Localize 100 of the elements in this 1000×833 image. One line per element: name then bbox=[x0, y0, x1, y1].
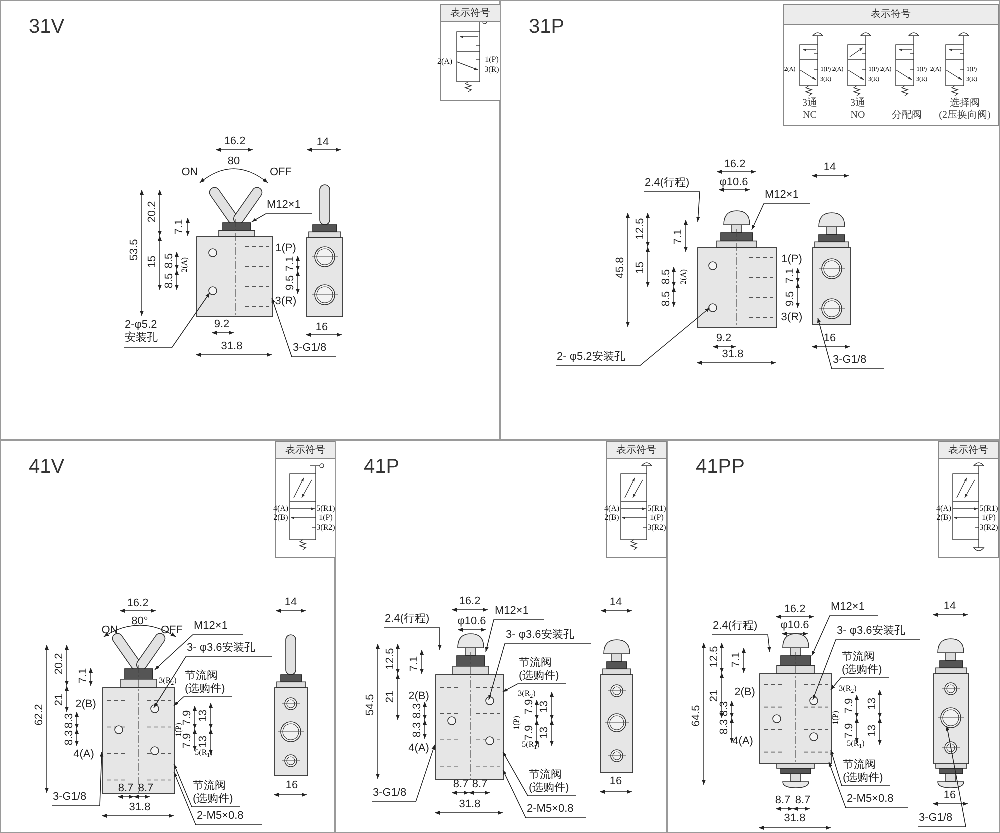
dimension-label: ON bbox=[102, 626, 118, 636]
port-label: 1(P) bbox=[982, 514, 996, 522]
leader-line bbox=[154, 656, 272, 708]
valve-front-view-drawing bbox=[760, 633, 832, 787]
leader-line bbox=[752, 204, 810, 230]
callout-text: 2-φ5.2 安装孔 bbox=[125, 319, 173, 349]
dimension-label: 7.9 bbox=[844, 723, 856, 739]
callout-text: 3-G1/8 bbox=[53, 791, 101, 807]
dimension-label: 54.5 bbox=[366, 694, 376, 716]
valve-side-view-drawing bbox=[601, 639, 633, 773]
leader-line bbox=[124, 292, 210, 348]
dimension-label: 13 bbox=[540, 726, 550, 740]
dimension-label: 9.5 bbox=[286, 275, 296, 291]
callout-text: M12×1 bbox=[765, 189, 811, 205]
port-label: 4(A) bbox=[604, 505, 620, 513]
dimension-label: 16 bbox=[286, 780, 298, 792]
dimension-label: 62.2 bbox=[34, 704, 46, 726]
panel-heading: 表示符号 bbox=[607, 442, 666, 459]
leader-line bbox=[372, 744, 436, 802]
dimension-label: 45.8 bbox=[616, 257, 626, 279]
valve-side-view-drawing bbox=[307, 184, 343, 317]
dimension-label: 8.3 bbox=[412, 703, 424, 719]
dimension-label: 1(P) bbox=[782, 254, 802, 266]
callout-text: 3-G1/8 bbox=[919, 812, 967, 828]
dimension-label: 14 bbox=[824, 162, 836, 174]
port-label: 2(B) bbox=[604, 514, 620, 522]
dimension-label: 31.8 bbox=[459, 800, 481, 810]
valve-front-view-drawing bbox=[698, 210, 777, 328]
dimension-label: 7.1 bbox=[286, 256, 296, 272]
callout-text: M12×1 bbox=[495, 605, 545, 621]
dimension-label: 14 bbox=[944, 602, 956, 612]
dimension-label: 7.1 bbox=[786, 268, 796, 284]
leader-line bbox=[174, 772, 262, 826]
dimension-label: 21 bbox=[710, 690, 720, 702]
leader-line bbox=[174, 764, 240, 808]
port-label: 2(B) bbox=[936, 514, 952, 522]
leader-line bbox=[272, 298, 336, 358]
port-label: 5(R1) bbox=[648, 505, 666, 513]
dimension-label: 13 bbox=[868, 698, 878, 710]
valve-side-view-drawing bbox=[934, 638, 969, 788]
dimension-label: 12.5 bbox=[636, 218, 646, 240]
dimension-label: 9.2 bbox=[214, 320, 230, 330]
dimension-label: OFF bbox=[161, 626, 183, 636]
callout-text: M12×1 bbox=[267, 199, 313, 215]
dimension-label: ON bbox=[182, 168, 198, 178]
leader-line bbox=[488, 644, 592, 700]
dimension-label: 8.3 bbox=[412, 722, 424, 738]
valve-front-view-drawing bbox=[436, 633, 504, 780]
dimension-label: 80 bbox=[228, 156, 240, 168]
port-label: 2(B) bbox=[274, 514, 288, 522]
dimension-label: 80° bbox=[132, 616, 148, 628]
model-title: 41PP bbox=[696, 457, 745, 477]
dimension-label: 14 bbox=[316, 138, 330, 148]
port-label: 1(P) bbox=[513, 716, 521, 730]
dimension-label: φ10.6 bbox=[720, 178, 748, 188]
drawing-panel bbox=[500, 0, 1000, 440]
model-title: 41P bbox=[364, 457, 400, 477]
callout-text: 3- φ3.6安装孔 bbox=[506, 629, 592, 645]
dimension-label: 14 bbox=[610, 598, 622, 608]
callout-text: 节流阀 (选购件) bbox=[529, 769, 577, 797]
port-label: 1(P) bbox=[650, 514, 664, 522]
dimension-label: 16.2 bbox=[784, 604, 806, 616]
dimension-label: 9.5 bbox=[786, 291, 796, 307]
dimension-label: 16 bbox=[316, 322, 328, 334]
dimension-label: 15 bbox=[148, 256, 158, 268]
leader-line bbox=[384, 628, 442, 650]
dimension-label: 7.1 bbox=[410, 656, 420, 672]
dimension-label: 13 bbox=[540, 700, 550, 714]
dimension-label: 31.8 bbox=[722, 350, 744, 360]
leader-line bbox=[174, 696, 232, 706]
dimension-label: 21 bbox=[386, 690, 396, 704]
dimension-label: 16.2 bbox=[724, 160, 746, 170]
dimension-label: 12.5 bbox=[710, 646, 720, 668]
dimension-label: 3(R) bbox=[275, 296, 297, 308]
dimension-label: 9.2 bbox=[716, 334, 732, 344]
dimension-label: 3(R) bbox=[781, 312, 803, 324]
dimension-label: 8.7 bbox=[118, 784, 134, 794]
port-label: 4(A) bbox=[273, 505, 289, 513]
valve-side-view-drawing bbox=[813, 212, 851, 325]
dimension-label: 7.1 bbox=[78, 668, 90, 684]
drawing-panel bbox=[335, 440, 667, 833]
leader-line bbox=[828, 762, 908, 808]
dimension-label: 1(P) bbox=[276, 244, 296, 254]
dimension-label: 7.1 bbox=[674, 229, 684, 245]
leader-line bbox=[830, 678, 890, 690]
port-label: 3(R$_{2}$) bbox=[518, 690, 536, 698]
model-title: 31V bbox=[29, 17, 65, 37]
callout-text: 2- φ5.2安装孔 bbox=[557, 351, 641, 367]
dimension-label: 16 bbox=[610, 776, 622, 788]
panel-heading: 表示符号 bbox=[441, 5, 500, 22]
port-label: 3(R2) bbox=[316, 524, 336, 532]
dimension-label: 7.9 bbox=[524, 699, 536, 715]
dimension-label: 8.5 bbox=[662, 291, 672, 307]
callout-text: 节流阀 (选购件) bbox=[842, 651, 890, 679]
dimension-label: 8.7 bbox=[795, 796, 811, 806]
port-label: 5(R$_{1}$) bbox=[522, 741, 540, 749]
port-label: 2(A) bbox=[437, 58, 453, 66]
port-label: 3(R$_{2}$) bbox=[839, 685, 857, 693]
dimension-label: 7.1 bbox=[732, 652, 742, 668]
dimension-label: 4(A) bbox=[408, 744, 430, 754]
